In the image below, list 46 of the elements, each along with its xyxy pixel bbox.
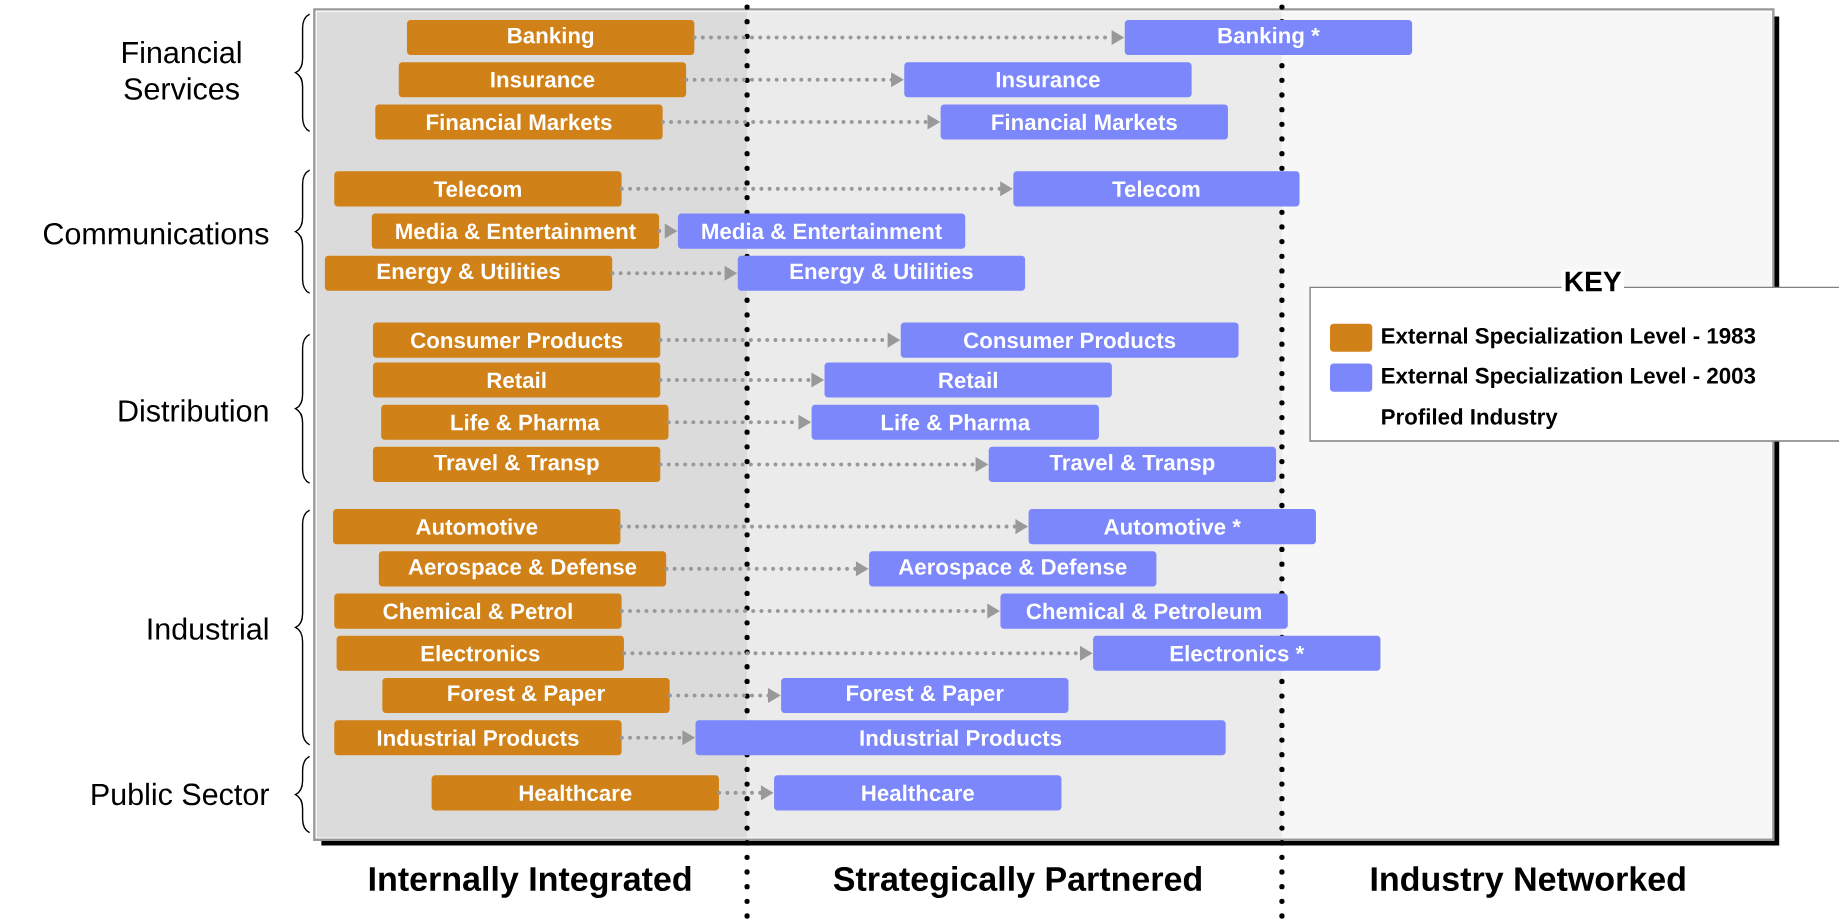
level-bar: Media & Entertainment xyxy=(677,213,966,249)
level-bar: Retail xyxy=(372,362,661,398)
level-bar: Healthcare xyxy=(774,775,1062,811)
legend-text: External Specialization Level - 2003 xyxy=(1382,367,1756,389)
level-bar: Automotive xyxy=(333,509,621,545)
column-heading: Industry Networked xyxy=(1371,866,1685,899)
level-bar: Industrial Products xyxy=(695,720,1226,756)
legend-text: External Specialization Level - 1983 xyxy=(1382,327,1756,349)
level-bar: Healthcare xyxy=(431,775,719,811)
level-bar: Telecom xyxy=(334,171,622,207)
legend-text: Profiled Industry xyxy=(1382,408,1558,430)
level-bar: Consumer Products xyxy=(372,322,661,358)
column-heading: Internally Integrated xyxy=(369,866,691,899)
level-bar: Travel & Transp xyxy=(988,447,1277,483)
level-bar: Automotive * xyxy=(1028,509,1316,545)
level-bar: Electronics xyxy=(336,635,624,672)
level-bar: Aerospace & Defense xyxy=(378,551,667,587)
level-bar: Consumer Products xyxy=(900,322,1239,358)
level-bar: Insurance xyxy=(904,62,1192,98)
level-bar: Insurance xyxy=(398,62,687,98)
group-label: Industrial xyxy=(148,617,268,641)
group-label: Distribution xyxy=(119,399,268,422)
level-bar: Industrial Products xyxy=(334,720,622,756)
level-bar: Life & Pharma xyxy=(811,404,1099,441)
level-bar: Chemical & Petroleum xyxy=(1000,593,1288,629)
level-bar: Financial Markets xyxy=(940,104,1228,140)
level-bar: Forest & Paper xyxy=(781,678,1069,714)
level-bar: Energy & Utilities xyxy=(737,255,1026,292)
level-bar: Banking * xyxy=(1124,20,1413,56)
level-bar: Media & Entertainment xyxy=(371,213,660,249)
column-heading: Strategically Partnered xyxy=(833,866,1201,899)
level-bar: Forest & Paper xyxy=(382,678,670,714)
group-label: Communications xyxy=(43,222,269,245)
level-bar: Telecom xyxy=(1013,171,1300,207)
level-bar: Aerospace & Defense xyxy=(869,551,1157,587)
level-bar: Retail xyxy=(824,362,1112,398)
key-title: KEY xyxy=(1561,269,1624,294)
level-bar: Energy & Utilities xyxy=(324,255,613,292)
level-bar: Financial Markets xyxy=(375,104,663,140)
level-bar: Electronics * xyxy=(1093,635,1381,672)
group-label: Public Sector xyxy=(92,783,269,806)
level-bar: Chemical & Petrol xyxy=(334,593,622,629)
level-bar: Travel & Transp xyxy=(372,447,661,483)
level-bar: Banking xyxy=(407,20,695,56)
level-bar: Life & Pharma xyxy=(381,404,669,441)
group-label: Financial Services xyxy=(123,41,241,100)
